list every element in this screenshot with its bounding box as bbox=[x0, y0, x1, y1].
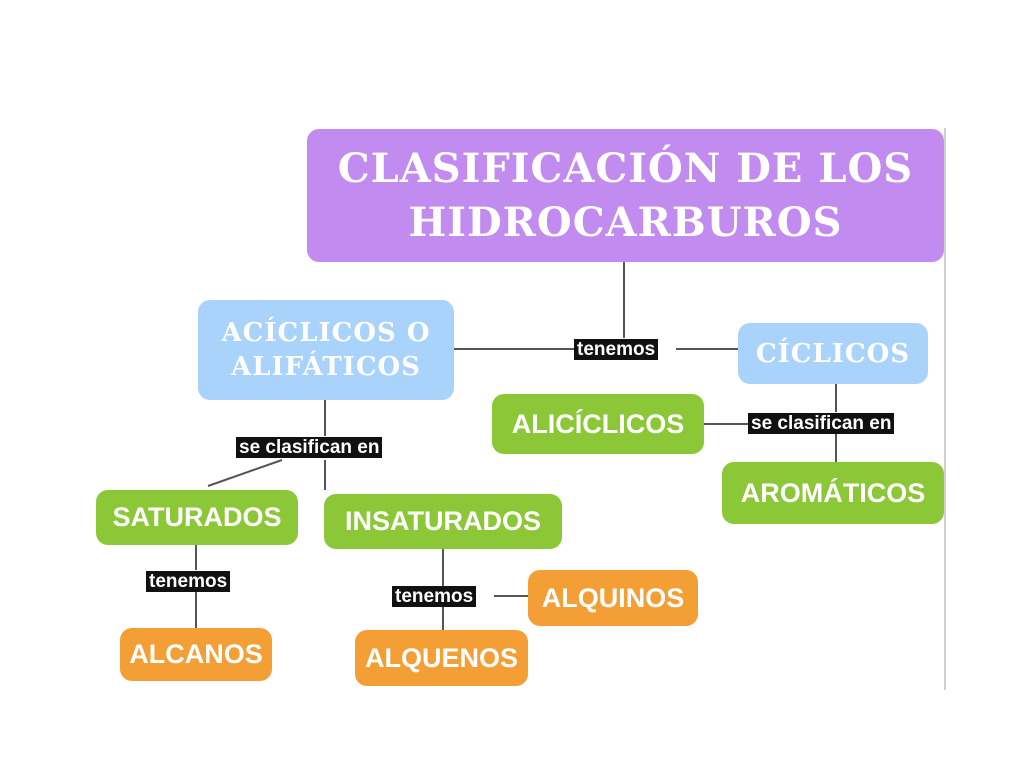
aliciclicos-label: ALICÍCLICOS bbox=[511, 408, 685, 439]
insaturados-label: INSATURADOS bbox=[344, 506, 541, 536]
aromaticos-node: AROMÁTICOS bbox=[722, 462, 944, 524]
aliciclicos-node: ALICÍCLICOS bbox=[492, 394, 704, 454]
ciclicos-label: CÍCLICOS bbox=[755, 338, 911, 369]
alquenos-node: ALQUENOS bbox=[355, 630, 528, 686]
link-label-tenemos-insaturados: tenemos bbox=[392, 586, 477, 607]
link-label-tenemos-saturados: tenemos bbox=[146, 571, 231, 592]
insaturados-node: INSATURADOS bbox=[324, 494, 562, 549]
saturados-label: SATURADOS bbox=[112, 502, 282, 532]
title-node: CLASIFICACIÓN DE LOS HIDROCARBUROS bbox=[307, 129, 944, 262]
alcanos-node: ALCANOS bbox=[120, 628, 272, 681]
ciclicos-node: CÍCLICOS bbox=[738, 323, 928, 384]
frame-edge-line bbox=[944, 128, 946, 690]
aciclicos-node: ACÍCLICOS O ALIFÁTICOS bbox=[198, 300, 454, 400]
link-label-se-clasifican-left: se clasifican en bbox=[236, 437, 383, 458]
alquenos-label: ALQUENOS bbox=[364, 642, 518, 673]
connector-seclasifican-saturados bbox=[207, 459, 283, 487]
alquinos-node: ALQUINOS bbox=[528, 570, 698, 626]
link-label-se-clasifican-right: se clasifican en bbox=[748, 413, 895, 434]
saturados-node: SATURADOS bbox=[96, 490, 298, 545]
alquinos-label: ALQUINOS bbox=[541, 582, 685, 613]
alcanos-label: ALCANOS bbox=[129, 639, 263, 669]
aromaticos-label: AROMÁTICOS bbox=[740, 477, 926, 508]
title-label: CLASIFICACIÓN DE LOS HIDROCARBUROS bbox=[337, 144, 914, 246]
aciclicos-label: ACÍCLICOS O ALIFÁTICOS bbox=[221, 318, 431, 382]
link-label-tenemos-main: tenemos bbox=[574, 339, 659, 360]
